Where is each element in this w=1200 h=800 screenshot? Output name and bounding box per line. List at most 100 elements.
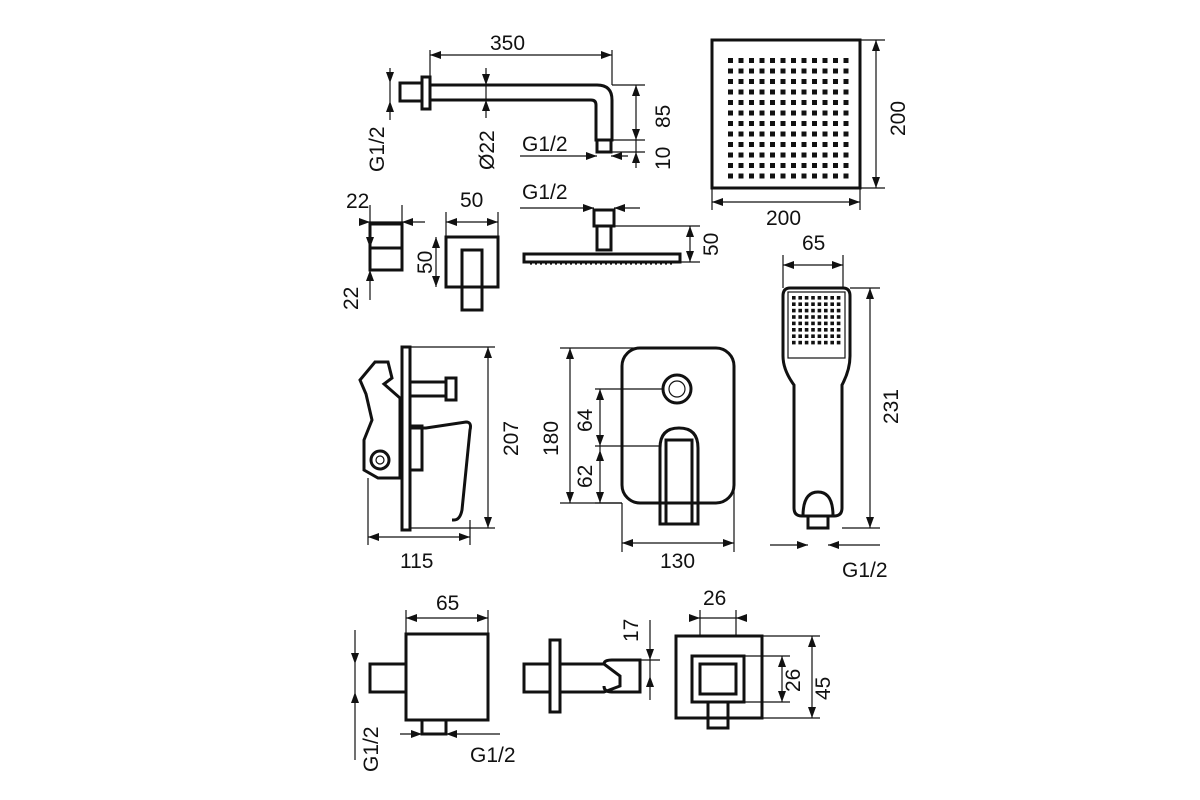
nozzle xyxy=(822,121,828,126)
nozzle xyxy=(812,68,817,74)
nozzle xyxy=(817,328,822,332)
nozzle xyxy=(801,89,807,95)
nozzle xyxy=(749,100,754,105)
nozzle xyxy=(812,142,817,147)
nozzle xyxy=(812,173,817,179)
nozzle xyxy=(759,68,765,74)
nozzle xyxy=(791,131,796,137)
nozzle xyxy=(749,58,754,63)
holder-side-height-label: 17 xyxy=(620,619,643,642)
nozzle xyxy=(728,68,733,74)
nozzle xyxy=(749,163,754,168)
nozzle xyxy=(836,340,841,345)
nozzle xyxy=(811,302,815,306)
nozzle xyxy=(843,68,849,74)
overhead-width-label: 200 xyxy=(766,207,801,230)
nozzle xyxy=(804,328,809,332)
nozzle xyxy=(801,79,807,84)
nozzle xyxy=(833,68,838,74)
wall-outlet-drawing xyxy=(368,632,490,736)
holder-side-dimensions xyxy=(640,620,660,700)
nozzle xyxy=(833,110,838,116)
nozzle xyxy=(749,142,754,147)
lever-dimensions xyxy=(432,212,499,287)
nozzle xyxy=(830,321,834,326)
nozzle xyxy=(780,131,786,137)
nozzle xyxy=(759,89,765,95)
nozzle xyxy=(798,308,802,313)
nozzle xyxy=(822,173,828,179)
mixer-front-height-label: 180 xyxy=(540,421,563,456)
nozzle xyxy=(780,152,786,158)
wall-outlet-dimensions xyxy=(351,610,500,760)
nozzle xyxy=(770,142,775,147)
nozzle xyxy=(728,100,733,105)
nozzle xyxy=(801,173,807,179)
nozzle xyxy=(804,308,809,313)
nozzle xyxy=(728,79,733,84)
nozzle xyxy=(728,110,733,116)
nozzle xyxy=(798,328,802,332)
nozzle xyxy=(812,131,817,137)
nozzle xyxy=(780,110,786,116)
nozzle xyxy=(811,315,815,319)
nozzle xyxy=(824,328,828,332)
mixer-side-depth-label: 115 xyxy=(400,550,433,573)
nozzle xyxy=(812,100,817,105)
nozzle xyxy=(822,58,828,63)
nozzle xyxy=(780,121,786,126)
nozzle xyxy=(833,142,838,147)
holder-front-dimensions xyxy=(689,610,820,719)
nozzle xyxy=(822,142,828,147)
nozzle xyxy=(830,302,834,306)
nozzle xyxy=(728,142,733,147)
nozzle xyxy=(801,163,807,168)
arm-diameter-label: Ø22 xyxy=(476,130,499,170)
mixer-lower-spacing-label: 62 xyxy=(574,465,597,488)
nozzle xyxy=(833,131,838,137)
nozzle xyxy=(798,321,802,326)
nozzle xyxy=(759,142,765,147)
nozzle xyxy=(738,131,744,137)
nozzle xyxy=(770,68,775,74)
nozzle-grid xyxy=(728,58,849,179)
nozzle xyxy=(791,142,796,147)
nozzle xyxy=(759,79,765,84)
nozzle xyxy=(728,58,733,63)
nozzle xyxy=(812,58,817,63)
overhead-shower-drawing xyxy=(710,38,862,190)
nozzle xyxy=(804,296,809,300)
nozzle xyxy=(792,302,796,306)
nozzle xyxy=(738,110,744,116)
nozzle xyxy=(738,68,744,74)
nozzle xyxy=(791,89,796,95)
nozzle xyxy=(759,163,765,168)
nozzle xyxy=(749,110,754,116)
nozzle xyxy=(824,315,828,319)
nozzle xyxy=(791,173,796,179)
nozzle xyxy=(836,302,841,306)
nozzle xyxy=(801,152,807,158)
nozzle xyxy=(798,340,802,345)
nozzle xyxy=(728,89,733,95)
nozzle xyxy=(833,173,838,179)
nozzle xyxy=(817,302,822,306)
nozzle xyxy=(749,89,754,95)
nozzle xyxy=(780,100,786,105)
nozzle xyxy=(770,152,775,158)
nozzle xyxy=(836,334,841,338)
nozzle xyxy=(791,121,796,126)
nozzle xyxy=(780,58,786,63)
outlet-width-label: 65 xyxy=(436,592,459,615)
head-side-thread-label: G1/2 xyxy=(522,181,568,204)
nozzle xyxy=(833,121,838,126)
nozzle xyxy=(801,58,807,63)
nozzle xyxy=(791,163,796,168)
nozzle xyxy=(770,121,775,126)
nozzle xyxy=(791,58,796,63)
head-side-height-label: 50 xyxy=(700,233,723,256)
nozzle xyxy=(843,58,849,63)
arm-tip-label: 10 xyxy=(652,147,675,170)
nozzle xyxy=(770,58,775,63)
